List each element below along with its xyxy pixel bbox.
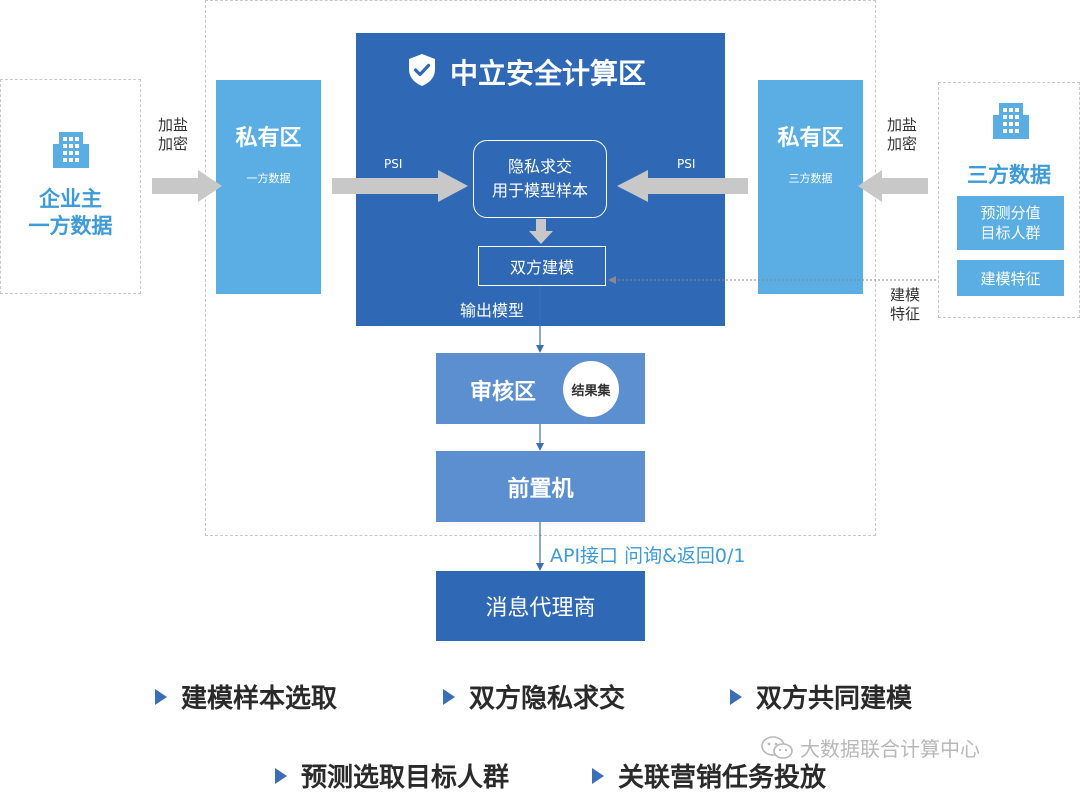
api-label: API接口 问询&返回0/1 [550, 545, 746, 567]
bullet-label: 双方共同建模 [756, 684, 913, 714]
watermark: 大数据联合计算中心 [760, 733, 980, 762]
front-machine: 前置机 [436, 451, 645, 522]
building-icon [993, 103, 1029, 139]
psi-left-label: PSI [384, 157, 403, 171]
right-encrypt-label: 加盐 加密 [881, 116, 923, 154]
right-encrypt-line2: 加密 [886, 135, 917, 153]
right-source-box-predict-line2: 目标人群 [980, 224, 1041, 242]
left-source-title-line2: 一方数据 [28, 214, 113, 238]
right-source-box-predict: 预测分值 目标人群 [957, 196, 1064, 250]
left-private-zone: 私有区 一方数据 [216, 80, 321, 294]
neutral-zone-title: 中立安全计算区 [450, 57, 647, 90]
bullet-label: 预测选取目标人群 [301, 763, 510, 793]
building-icon [53, 132, 89, 168]
right-private-title: 私有区 [777, 126, 844, 151]
bullet-item: 预测选取目标人群 [275, 757, 509, 794]
right-encrypt-line1: 加盐 [886, 116, 917, 134]
bullet-arrow-icon [730, 688, 742, 705]
output-model-label: 输出模型 [460, 301, 525, 320]
left-source-panel: 企业主 一方数据 [0, 79, 141, 294]
watermark-text: 大数据联合计算中心 [800, 737, 980, 761]
right-source-title: 三方数据 [967, 163, 1051, 187]
arrow-right-encrypt [858, 170, 928, 202]
private-intersection-box: 隐私求交 用于模型样本 [473, 140, 607, 218]
bullet-arrow-icon [592, 767, 604, 784]
left-encrypt-line2: 加密 [157, 135, 188, 153]
left-source-title: 企业主 一方数据 [1, 186, 140, 240]
bullet-item: 关联营销任务投放 [592, 757, 826, 794]
right-source-box-predict-line1: 预测分值 [980, 204, 1041, 222]
right-source-panel: 三方数据 预测分值 目标人群 建模特征 [938, 82, 1080, 318]
arrow-psi-left [332, 170, 468, 202]
intersect-line2: 用于模型样本 [491, 181, 588, 200]
right-private-zone: 私有区 三方数据 [758, 80, 863, 294]
left-private-sub: 一方数据 [246, 172, 291, 185]
bullet-label: 关联营销任务投放 [618, 763, 827, 793]
bullet-arrow-icon [275, 767, 287, 784]
bullet-item: 双方隐私求交 [443, 678, 625, 715]
joint-modeling-box: 双方建模 [478, 246, 606, 286]
right-source-box-feature: 建模特征 [957, 260, 1064, 296]
intersect-line1: 隐私求交 [507, 157, 572, 176]
result-set-badge: 结果集 [563, 361, 619, 417]
feature-dotted-arrowhead [608, 276, 616, 284]
wechat-icon [761, 735, 793, 759]
bullet-arrow-icon [443, 688, 455, 705]
right-private-sub: 三方数据 [788, 172, 833, 185]
left-source-title-line1: 企业主 [39, 187, 102, 211]
bullet-label: 建模样本选取 [181, 684, 338, 714]
shield-check-icon [409, 54, 435, 86]
modeling-feature-label: 建模 特征 [884, 286, 926, 324]
left-private-title: 私有区 [235, 126, 302, 151]
audit-zone: 审核区 结果集 [436, 353, 645, 424]
left-encrypt-label: 加盐 加密 [152, 116, 194, 154]
bullet-label: 双方隐私求交 [469, 684, 626, 714]
message-broker: 消息代理商 [436, 571, 645, 641]
down-arrow-icon [529, 219, 553, 244]
audit-title: 审核区 [470, 380, 537, 405]
modeling-feature-line2: 特征 [889, 305, 920, 323]
modeling-feature-line1: 建模 [889, 286, 920, 304]
psi-right-label: PSI [677, 157, 696, 171]
left-encrypt-line1: 加盐 [157, 116, 188, 134]
bullet-arrow-icon [155, 688, 167, 705]
arrow-psi-right [617, 170, 748, 202]
bullet-item: 双方共同建模 [730, 678, 912, 715]
bullet-item: 建模样本选取 [155, 678, 337, 715]
arrow-left-encrypt [152, 170, 222, 202]
